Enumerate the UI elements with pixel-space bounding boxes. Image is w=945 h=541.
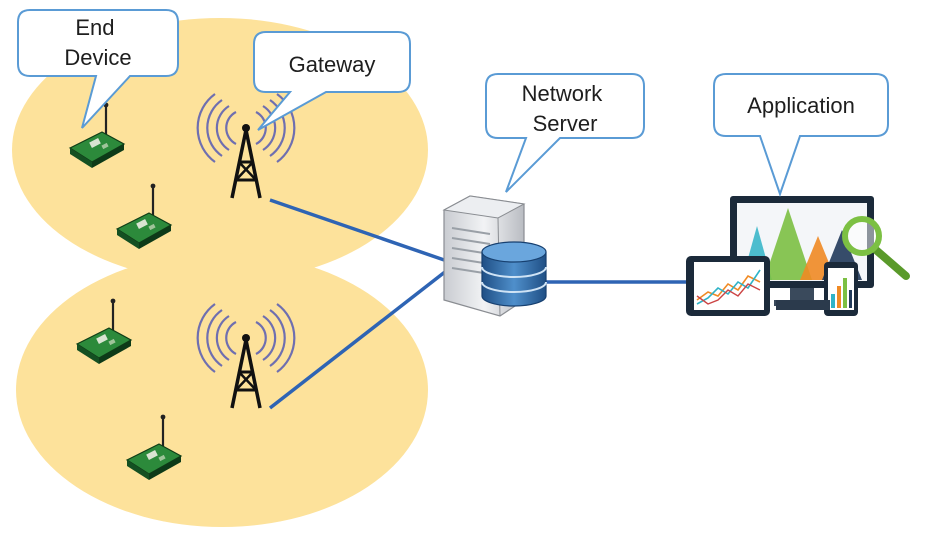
phone-icon: [824, 262, 858, 316]
coverage-areas: [12, 18, 428, 527]
callout-application: Application: [713, 73, 889, 198]
svg-text:End Device: End Device: [64, 15, 131, 70]
end-device-label-line2: Device: [64, 45, 131, 70]
coverage-area-bottom: [16, 253, 428, 527]
database-icon: [481, 241, 547, 307]
callout-gateway: Gateway: [253, 31, 411, 131]
network-server-icon: [442, 195, 547, 317]
application-devices-icon: [686, 196, 910, 316]
gateway-label: Gateway: [289, 52, 376, 77]
network-server-label-line2: Server: [533, 111, 598, 136]
tablet-icon: [686, 256, 770, 316]
application-label: Application: [747, 93, 855, 118]
link-gateway-bottom-to-server: [268, 266, 452, 410]
callout-network-server: Network Server: [485, 73, 645, 193]
svg-text:Network Server: Network Server: [522, 81, 609, 136]
network-server-label-line1: Network: [522, 81, 604, 106]
callout-end-device: End Device: [17, 9, 179, 129]
network-links: [268, 198, 700, 410]
end-device-label-line1: End: [75, 15, 114, 40]
magnifier-icon: [842, 216, 910, 280]
link-gateway-top-to-server: [269, 198, 451, 264]
